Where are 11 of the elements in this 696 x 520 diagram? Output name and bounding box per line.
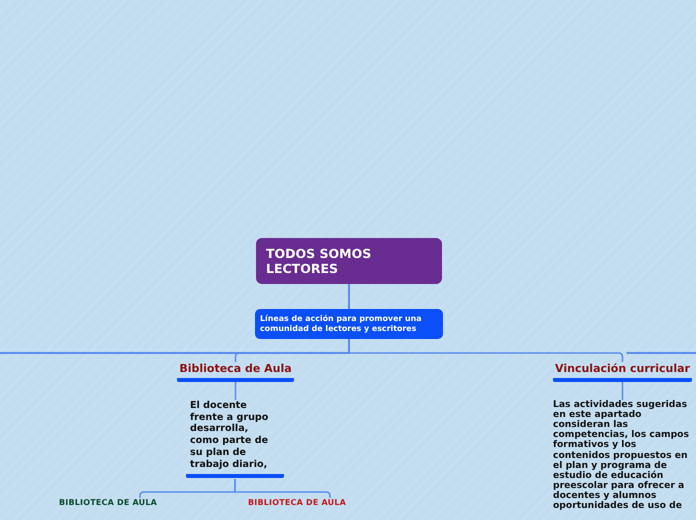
topic-heading: Biblioteca de Aula	[177, 362, 294, 382]
connector-line	[0, 339, 350, 354]
subtopic-label: BIBLIOTECA DE AULA	[40, 498, 176, 507]
topic-heading: Vinculación curricular	[553, 362, 692, 382]
subtopic-label: BIBLIOTECA DE AULA	[230, 498, 364, 507]
connector-line	[622, 382, 624, 400]
connector-line	[234, 382, 236, 400]
connector-line	[348, 283, 350, 309]
title-box: TODOS SOMOS LECTORES	[256, 238, 442, 284]
topic-note: Las actividades sugeridas en este apartado consideran las competencias, los campos formativos y los contenidos propuestos en el plan y programa de estudio de educación preescolar para ofrecer a docentes y alumnos oportunidades de uso de	[553, 400, 693, 512]
topic-note: El docente frente a grupo desarrolla, como parte de su plan de trabajo diario,	[186, 400, 284, 478]
